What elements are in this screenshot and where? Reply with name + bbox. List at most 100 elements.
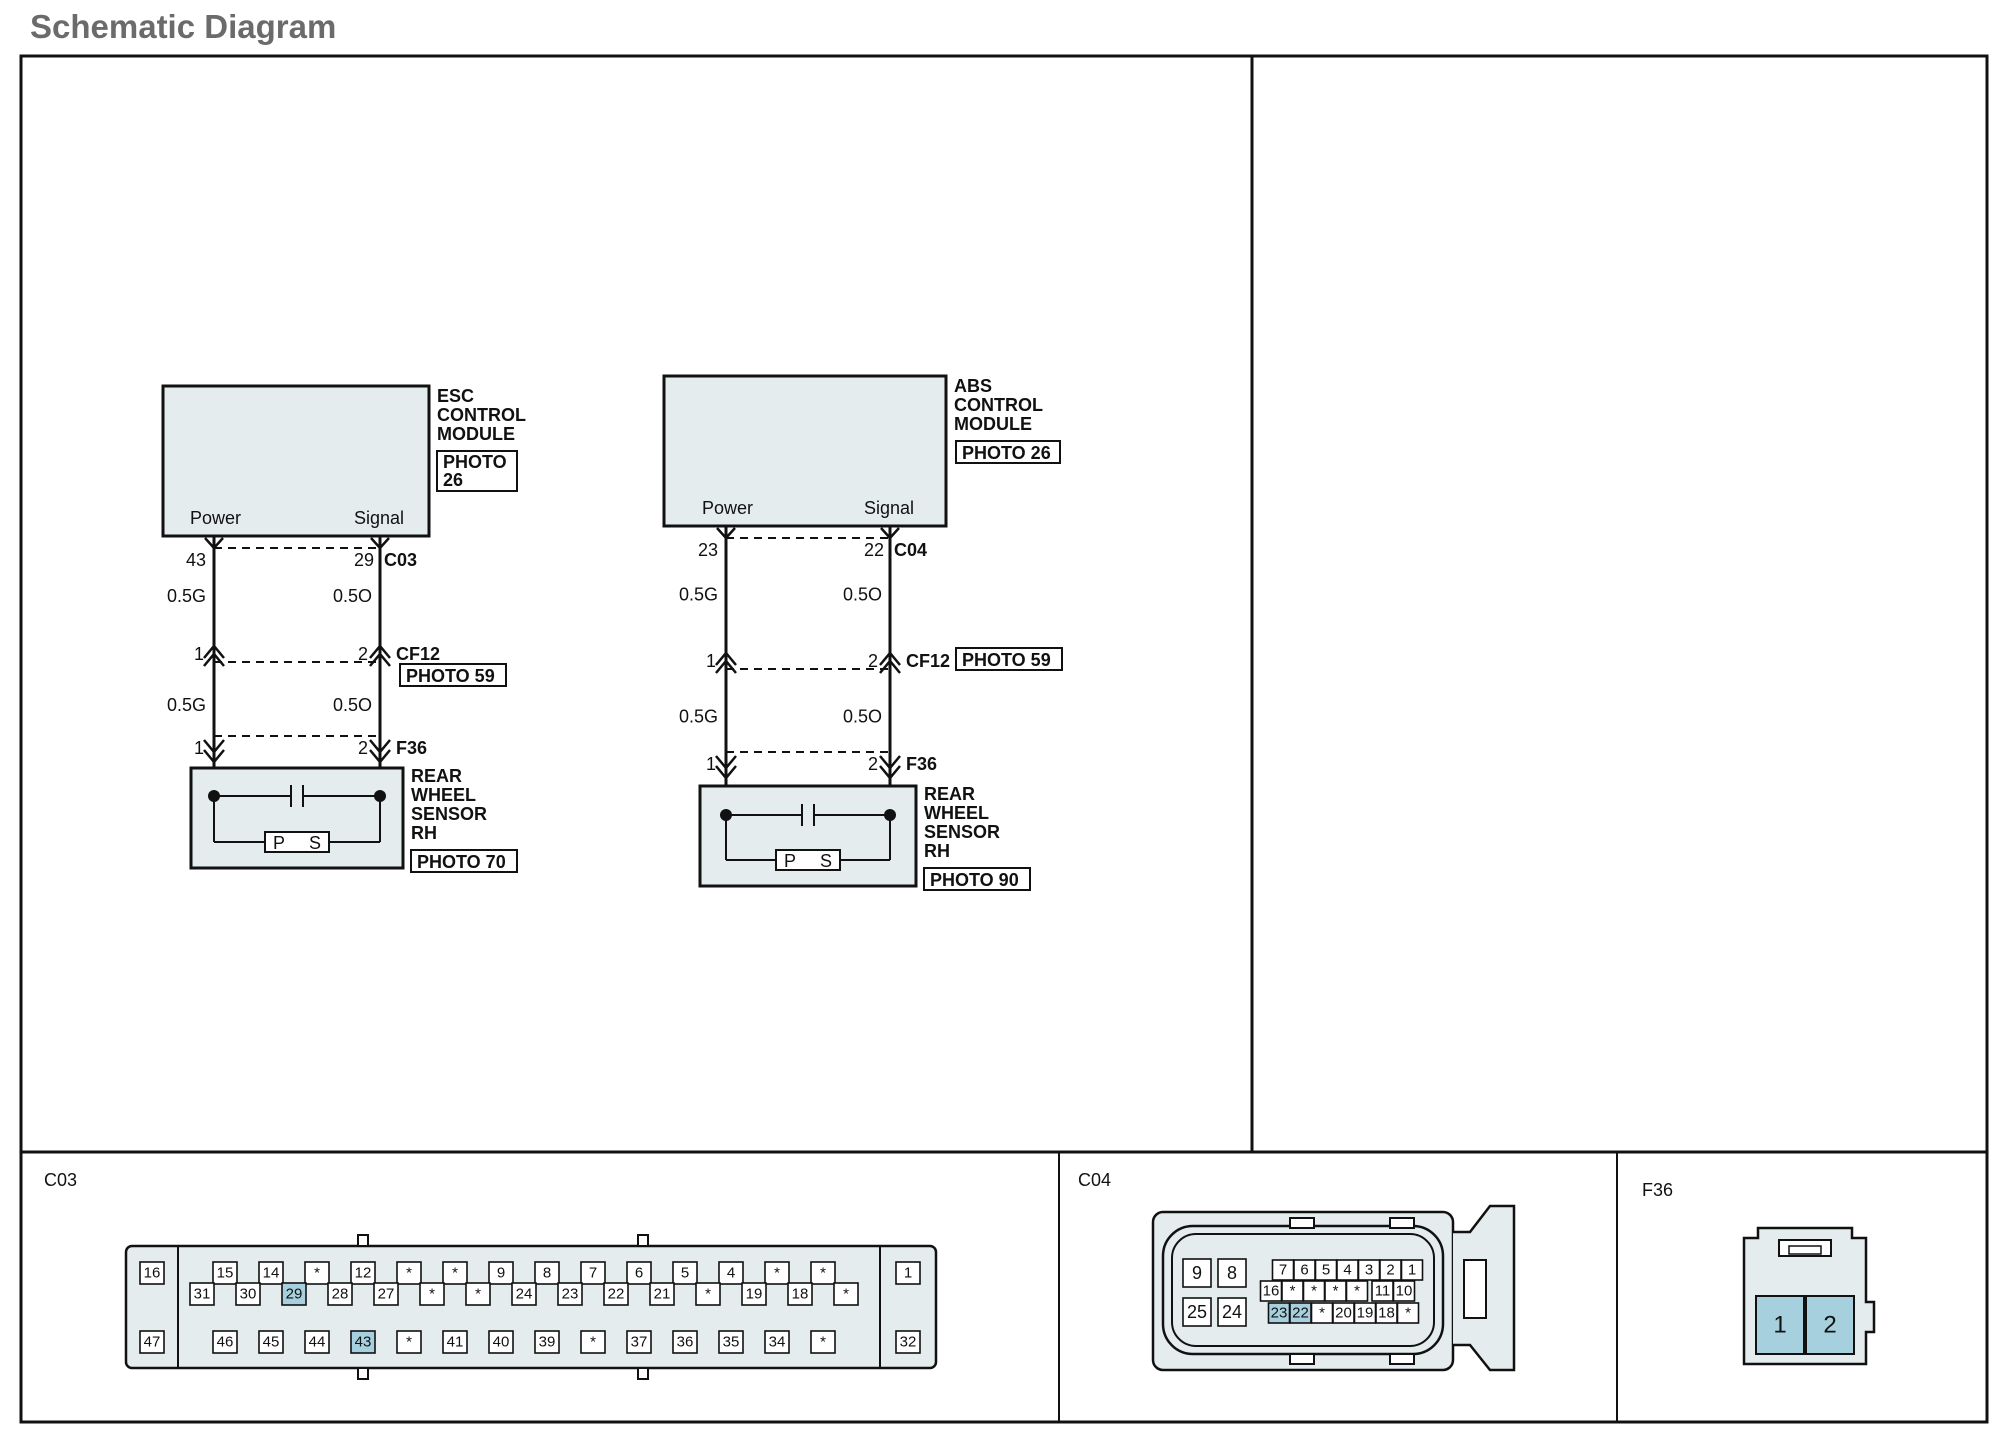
pin-chevron — [203, 749, 225, 764]
f36-latch-inner — [1788, 1245, 1822, 1255]
c04-title: C04 — [1078, 1170, 1111, 1190]
c03-pin — [557, 1282, 583, 1306]
c03-pin-label: 47 — [144, 1334, 161, 1351]
c03-pin-label: 8 — [543, 1265, 551, 1282]
ps-element-box — [264, 831, 330, 853]
signal-label: Signal — [864, 498, 914, 518]
pin-chevron — [716, 527, 736, 540]
c03-pin — [603, 1282, 629, 1306]
c03-pin — [304, 1261, 330, 1285]
c03-pin — [350, 1330, 376, 1354]
mid-photo-box — [399, 663, 507, 687]
wire-color-label: 0.5O — [843, 707, 882, 727]
module-label-line: ABS — [954, 376, 992, 396]
c03-pin-label: * — [843, 1286, 849, 1303]
sensor-pin-number: 2 — [868, 754, 878, 774]
mid-connector-id: CF12 — [396, 644, 440, 664]
control-module-box — [662, 374, 948, 528]
f36-pin — [1755, 1295, 1805, 1355]
c03-pin-label: 7 — [589, 1265, 597, 1282]
sensor-pin-number: 2 — [358, 738, 368, 758]
c03-pin — [534, 1330, 560, 1354]
f36-pin-label: 1 — [1773, 1312, 1786, 1339]
c04-pin-label: 24 — [1222, 1302, 1242, 1322]
wire-color-label: 0.5O — [843, 585, 882, 605]
mid-pin-number: 1 — [706, 651, 716, 671]
c03-pin — [810, 1261, 836, 1285]
wire-color-label: 0.5G — [167, 695, 206, 715]
c03-pin — [189, 1282, 215, 1306]
module-photo-label: 26 — [443, 470, 463, 490]
c03-pin — [764, 1330, 790, 1354]
c03-pin-label: 34 — [769, 1334, 786, 1351]
c03-pin-label: * — [429, 1286, 435, 1303]
junction-dot — [720, 809, 732, 821]
pin-chevron — [203, 644, 225, 659]
c04-pin — [1217, 1258, 1247, 1288]
module-connector-id: C04 — [894, 540, 927, 560]
c03-pin — [580, 1330, 606, 1354]
c03-pin — [488, 1261, 514, 1285]
c04-latch — [1289, 1217, 1315, 1229]
c03-pin — [350, 1261, 376, 1285]
c03-pin — [741, 1282, 767, 1306]
c03-pin-label: 45 — [263, 1334, 280, 1351]
c03-pin — [373, 1282, 399, 1306]
c03-pin-label: * — [774, 1265, 780, 1282]
c04-pin-label: 20 — [1335, 1305, 1352, 1322]
c03-pin — [895, 1330, 921, 1354]
c04-pin-label: 18 — [1378, 1305, 1395, 1322]
power-pin-number: 43 — [186, 550, 206, 570]
sensor-label-line: RH — [411, 823, 437, 843]
sensor-label-line: REAR — [411, 766, 462, 786]
c04-pin-label: 6 — [1300, 1262, 1308, 1279]
c03-pin-label: 28 — [332, 1286, 349, 1303]
pin-chevron — [369, 652, 391, 667]
power-pin-number: 23 — [698, 540, 718, 560]
c04-pin-label: * — [1333, 1283, 1339, 1300]
c03-pin-label: 21 — [654, 1286, 671, 1303]
pin-chevron — [369, 644, 391, 659]
sensor-label-line: SENSOR — [411, 804, 487, 824]
c03-pin — [212, 1330, 238, 1354]
pin-chevron — [879, 765, 901, 780]
mid-photo-label: PHOTO 59 — [406, 666, 495, 686]
c03-pin-label: * — [820, 1265, 826, 1282]
module-photo-label: PHOTO 26 — [962, 443, 1051, 463]
pin-chevron — [879, 755, 901, 770]
c03-pin — [649, 1282, 675, 1306]
c03-pin — [465, 1282, 491, 1306]
c03-pin — [258, 1261, 284, 1285]
module-label-line: CONTROL — [437, 405, 526, 425]
c04-pin-label: * — [1311, 1283, 1317, 1300]
c04-pin — [1182, 1258, 1212, 1288]
module-photo-label: PHOTO — [443, 452, 507, 472]
c03-pin-label: 5 — [681, 1265, 689, 1282]
c03-pin-label: 14 — [263, 1265, 280, 1282]
c03-latch — [357, 1234, 369, 1247]
c04-pin-label: 11 — [1375, 1283, 1391, 1300]
c03-pin-label: * — [820, 1334, 826, 1351]
c03-pin-label: 9 — [497, 1265, 505, 1282]
junction-dot — [884, 809, 896, 821]
c03-title: C03 — [44, 1170, 77, 1190]
c03-pin-label: 46 — [217, 1334, 234, 1351]
c04-pin — [1217, 1297, 1247, 1327]
c03-pin-label: 1 — [904, 1265, 912, 1282]
c03-pin-label: 18 — [792, 1286, 809, 1303]
sensor-photo-box — [923, 867, 1031, 891]
junction-dot — [208, 790, 220, 802]
signal-pin-number: 29 — [354, 550, 374, 570]
c03-pin-label: 36 — [677, 1334, 694, 1351]
c03-pin-label: * — [314, 1265, 320, 1282]
mid-photo-box — [955, 647, 1063, 671]
c04-pin-label: * — [1354, 1283, 1360, 1300]
sensor-s-label: S — [309, 833, 321, 853]
c03-pin-label: 24 — [516, 1286, 533, 1303]
c03-pin — [580, 1261, 606, 1285]
module-connector-id: C03 — [384, 550, 417, 570]
c03-pin-label: * — [452, 1265, 458, 1282]
